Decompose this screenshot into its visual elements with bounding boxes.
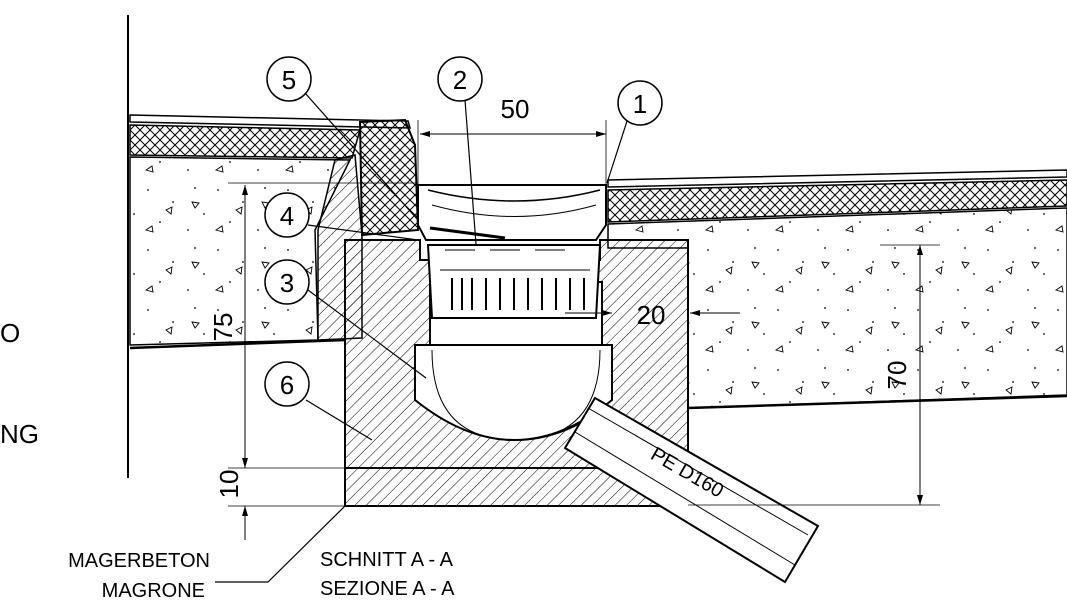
- svg-text:4: 4: [280, 201, 294, 231]
- edge-stone: [358, 118, 420, 237]
- right-soil-line: [687, 394, 1067, 410]
- base-label-de: MAGERBETON: [68, 550, 210, 572]
- svg-text:2: 2: [453, 65, 467, 95]
- bowl-curve-inner: [431, 349, 601, 441]
- dimension-lines: [228, 120, 940, 540]
- grating-dish: [427, 189, 601, 202]
- dim-width-text: 50: [501, 94, 530, 124]
- dim-right-height-text: 70: [882, 361, 912, 390]
- bucket-handle: [429, 226, 506, 240]
- svg-text:6: 6: [280, 370, 294, 400]
- right-pavement: [607, 169, 1067, 410]
- callout-2: 2: [437, 56, 483, 102]
- base-label-leader: [215, 505, 346, 583]
- dirt-bucket: [426, 226, 602, 319]
- grating-dish-lower: [431, 204, 597, 217]
- left-pavement-top-layer: [129, 114, 412, 129]
- section-title-it: SEZIONE A - A: [320, 578, 455, 600]
- left-partial-text-1: O: [0, 318, 20, 348]
- left-concrete-base: [129, 156, 352, 346]
- callout-leaders: [304, 92, 629, 441]
- callout-5: 5: [266, 56, 312, 102]
- callout-4: 4: [264, 192, 310, 238]
- callout-1: 1: [617, 80, 663, 126]
- right-pavement-top-layer: [607, 169, 1067, 188]
- dim-wall-text: 20: [637, 300, 666, 330]
- right-pavement-crosshatch-layer: [607, 179, 1067, 223]
- left-partial-text-2: NG: [0, 419, 39, 449]
- section-title-de: SCHNITT A - A: [320, 549, 454, 571]
- base-label-it: MAGRONE: [102, 580, 205, 600]
- svg-text:5: 5: [282, 65, 296, 95]
- left-pavement-crosshatch-layer: [129, 124, 361, 159]
- dim-base-text: 10: [214, 470, 244, 499]
- svg-text:3: 3: [280, 268, 294, 298]
- left-soil-line: [129, 338, 346, 350]
- outlet-pipe: [563, 396, 820, 584]
- dim-total-height-text: 75: [208, 313, 238, 342]
- grating-frame: [417, 184, 607, 241]
- svg-text:1: 1: [633, 89, 647, 119]
- callout-3: 3: [264, 259, 310, 305]
- callout-6: 6: [264, 361, 310, 407]
